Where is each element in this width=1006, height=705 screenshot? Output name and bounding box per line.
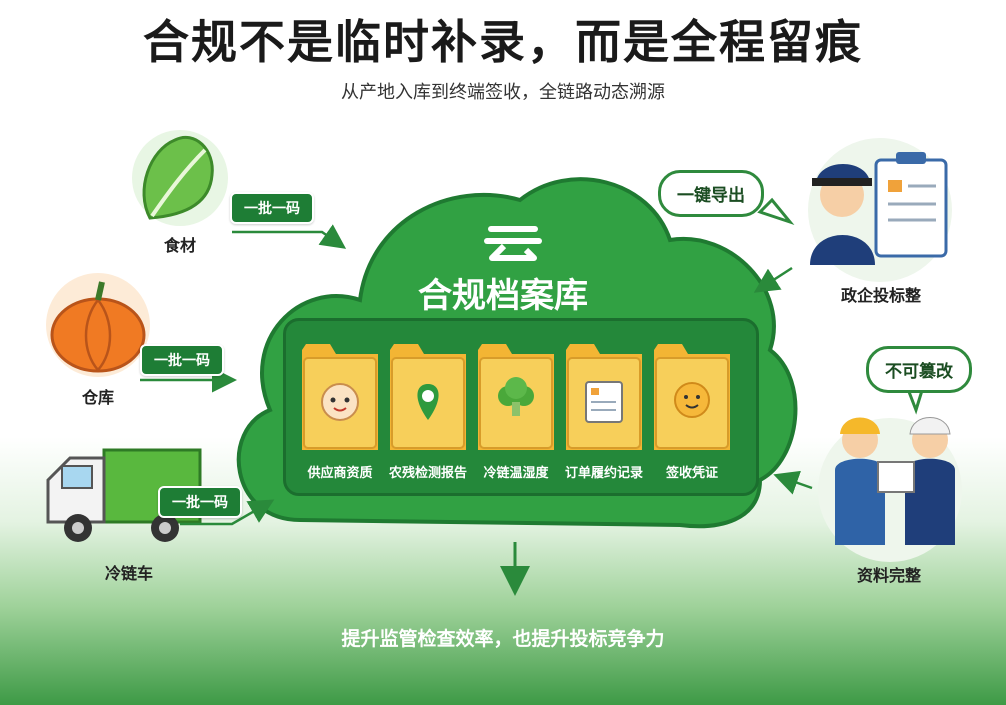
lettuce-icon: [132, 130, 228, 226]
folder-label: 订单履约记录: [564, 466, 643, 481]
folder-label: 供应商资质: [307, 466, 373, 481]
label-bid-ready: 政企投标整: [840, 286, 921, 305]
batch-code-tag: 一批一码: [158, 486, 242, 518]
broccoli-icon: [498, 377, 534, 416]
bubble-tail-export: [757, 197, 795, 226]
arrow-officer: [753, 266, 793, 293]
arrow-lettuce: [232, 224, 347, 249]
folder-label: 冷链温湿度: [483, 466, 549, 481]
smiley-sun-icon: [674, 382, 710, 418]
folder-order[interactable]: [566, 340, 642, 450]
source-label-truck: 冷链车: [104, 564, 153, 583]
page-subtitle: 从产地入库到终端签收，全链路动态溯源: [341, 82, 665, 103]
export-bubble: 一键导出: [658, 170, 764, 217]
bottom-slogan: 提升监管检查效率，也提升投标竞争力: [341, 628, 665, 650]
pumpkin-icon: [46, 273, 150, 377]
arrow-workers: [773, 470, 813, 495]
workers-icon: [818, 417, 962, 562]
batch-code-tag: 一批一码: [140, 344, 224, 376]
document-icon: [585, 381, 623, 423]
archive-title: 合规档案库: [418, 276, 588, 316]
arrow-truck: [180, 499, 275, 526]
label-complete: 资料完整: [856, 566, 921, 585]
batch-code-tag: 一批一码: [230, 192, 314, 224]
folder-pesticide[interactable]: [390, 340, 466, 450]
source-label-warehouse: 仓库: [81, 388, 114, 407]
tamper-proof-bubble: 不可篡改: [866, 346, 972, 393]
folder-receipt[interactable]: [654, 340, 730, 450]
folder-supplier[interactable]: [302, 340, 378, 450]
officer-clipboard-icon: [808, 138, 952, 282]
folder-label: 签收凭证: [665, 466, 718, 481]
location-pin-icon: [417, 384, 439, 420]
folder-label: 农残检测报告: [388, 466, 467, 481]
source-label-ingredients: 食材: [163, 236, 196, 255]
baby-face-icon: [321, 383, 359, 421]
cloud-logo-icon: [484, 226, 542, 261]
page-title: 合规不是临时补录，而是全程留痕: [143, 15, 863, 69]
folder-coldchain[interactable]: [478, 340, 554, 450]
